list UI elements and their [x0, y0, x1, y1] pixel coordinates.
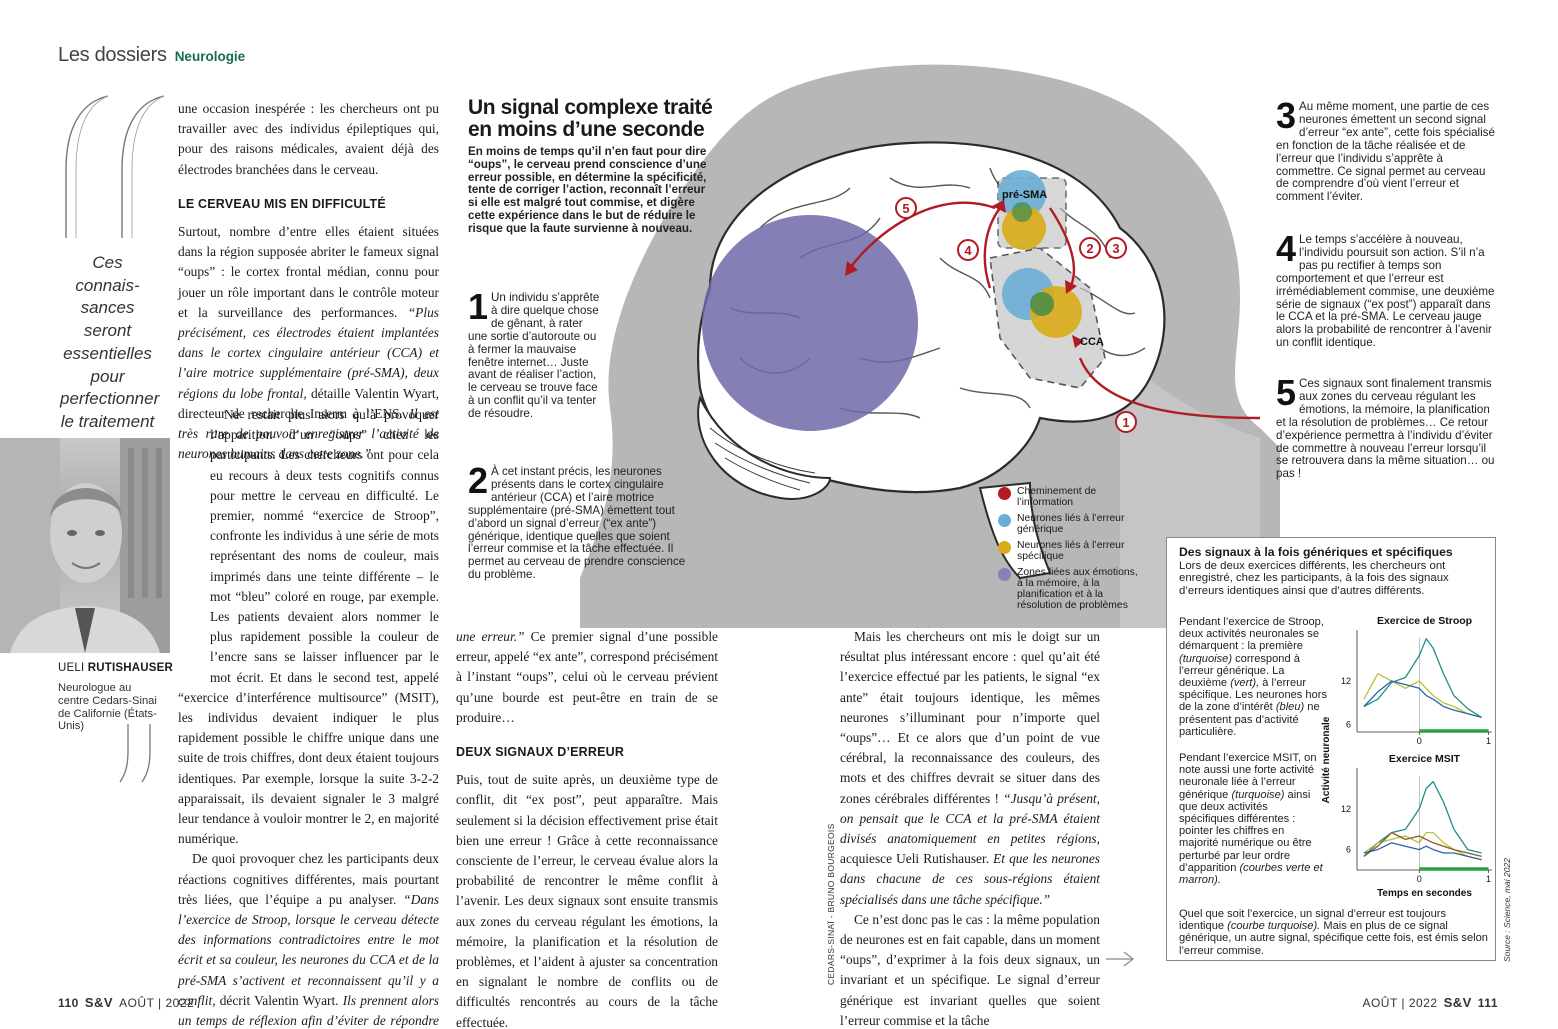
portrait-caption: Neurologue au centre Cedars-Sinai de Cal…	[58, 682, 157, 733]
col1-paragraph-2: Surtout, nombre d’entre elles étaient si…	[178, 224, 439, 462]
series-line	[1363, 673, 1482, 719]
open-quote-icon	[65, 95, 165, 238]
column-2: une erreur.” Ce premier signal d’une pos…	[456, 627, 718, 1029]
source-note: Source : Science, mai 2022	[1502, 858, 1512, 962]
footer-right: AOÛT | 2022 S&V 111	[1362, 995, 1498, 1010]
footer-left: 110 S&V AOÛT | 2022	[58, 995, 194, 1010]
page-header: Les dossiers Neurologie	[58, 44, 245, 67]
continue-arrow-icon	[1106, 951, 1134, 967]
step-num: 5	[1276, 372, 1297, 413]
legend-item: Zones liées aux émotions, à la mémoire, …	[998, 567, 1138, 611]
x-tick-label: 0	[1417, 736, 1422, 746]
legend-item: Cheminement de l’information	[998, 486, 1138, 508]
col2-paragraph-2: Puis, tout de suite après, un deuxième t…	[456, 772, 718, 1029]
portrait-name: UELI RUTISHAUSER	[58, 662, 173, 674]
legend-swatch	[998, 487, 1011, 500]
chart-title: Exercice de Stroop	[1377, 615, 1472, 627]
col1-paragraph-3: Ne restait plus alors qu’à provoquer l’a…	[178, 407, 439, 847]
step-num: 1	[468, 286, 489, 327]
box-stroop-text: Pendant l’exercice de Stroop, deux activ…	[1179, 616, 1328, 738]
portrait-photo	[0, 438, 170, 653]
name-first: UELI	[58, 662, 85, 674]
magazine-logo-right: S&V	[1443, 995, 1472, 1010]
legend-swatch	[998, 541, 1011, 554]
column-3: Mais les chercheurs ont mis le doigt sur…	[840, 627, 1100, 1029]
box-intro: Lors de deux exercices différents, les c…	[1179, 560, 1449, 597]
page-number-right: 111	[1477, 996, 1498, 1010]
series-line	[1363, 638, 1482, 718]
arrow-num-3: 3	[1112, 241, 1119, 256]
col1-paragraph-4: De quoi provoquer chez les participants …	[178, 851, 439, 1029]
charts-box: Des signaux à la fois génériques et spéc…	[1166, 537, 1496, 961]
series-line	[1363, 680, 1482, 719]
col1-subhead: LE CERVEAU MIS EN DIFFICULTÉ	[178, 196, 386, 211]
section-title: Neurologie	[174, 49, 246, 64]
issue-date-left: AOÛT | 2022	[119, 996, 195, 1010]
column-1-lower: Ne restait plus alors qu’à provoquer l’a…	[178, 405, 439, 1029]
y-axis-label: Activité neuronale	[1321, 716, 1332, 803]
photo-credit: CEDARS-SINAÏ - BRUNO BOURGEOIS	[826, 823, 836, 985]
chart-title: Exercice MSIT	[1389, 753, 1461, 765]
series-line	[1363, 831, 1482, 861]
legend-item: Neurones liés à l’erreur générique	[998, 513, 1138, 535]
series-line	[1363, 831, 1482, 858]
name-last: RUTISHAUSER	[87, 662, 174, 674]
col3-paragraph: Mais les chercheurs ont mis le doigt sur…	[840, 629, 1100, 907]
col3-paragraph-2: Ce n’est donc pas le cas : la même popul…	[840, 911, 1100, 1028]
brain-illustration: 1 2 3 4 5 pré-SMA CCA	[580, 64, 1280, 628]
column-1: une occasion inespérée : les chercheurs …	[178, 99, 439, 464]
x-tick-label: 1	[1486, 874, 1491, 884]
infographic-intro: En moins de temps qu’il n’en faut pour d…	[468, 145, 707, 235]
y-tick-label: 6	[1346, 845, 1351, 855]
box-outro: Quel que soit l’exercice, un signal d’er…	[1179, 908, 1488, 957]
series-line	[1363, 842, 1482, 861]
col1-paragraph: une occasion inespérée : les chercheurs …	[178, 101, 439, 177]
infographic-title: Un signal complexe traité en moins d’une…	[468, 96, 713, 141]
y-tick-label: 12	[1341, 804, 1351, 814]
arrow-num-1: 1	[1122, 415, 1129, 430]
legend-swatch	[998, 568, 1011, 581]
label-presma: pré-SMA	[1002, 189, 1047, 201]
box-title: Des signaux à la fois génériques et spéc…	[1179, 545, 1453, 559]
x-tick-label: 1	[1486, 736, 1491, 746]
y-tick-label: 12	[1341, 676, 1351, 686]
legend: Cheminement de l’information Neurones li…	[998, 486, 1138, 616]
step-num: 2	[468, 460, 489, 501]
arrow-num-4: 4	[964, 243, 972, 258]
series-line	[1363, 780, 1482, 857]
arrow-num-2: 2	[1086, 241, 1093, 256]
x-tick-label: 0	[1417, 874, 1422, 884]
series-title: Les dossiers	[58, 44, 167, 66]
step-num: 3	[1276, 95, 1297, 136]
page-number-left: 110	[58, 996, 79, 1010]
step-num: 4	[1276, 228, 1297, 269]
arrow-num-5: 5	[902, 201, 909, 216]
y-tick-label: 6	[1346, 720, 1351, 730]
x-axis-label: Temps en secondes	[1377, 888, 1472, 899]
legend-swatch	[998, 514, 1011, 527]
close-quote-icon	[119, 724, 151, 783]
magazine-logo-left: S&V	[84, 995, 114, 1010]
box-msit-text: Pendant l’exercice MSIT, on note aussi u…	[1179, 752, 1323, 887]
label-cca: CCA	[1080, 336, 1104, 348]
col2-subhead: DEUX SIGNAUX D’ERREUR	[456, 745, 625, 760]
col2-paragraph: une erreur.” Ce premier signal d’une pos…	[456, 629, 718, 725]
issue-date-right: AOÛT | 2022	[1362, 996, 1438, 1010]
legend-item: Neurones liés à l’erreur spécifique	[998, 540, 1138, 562]
